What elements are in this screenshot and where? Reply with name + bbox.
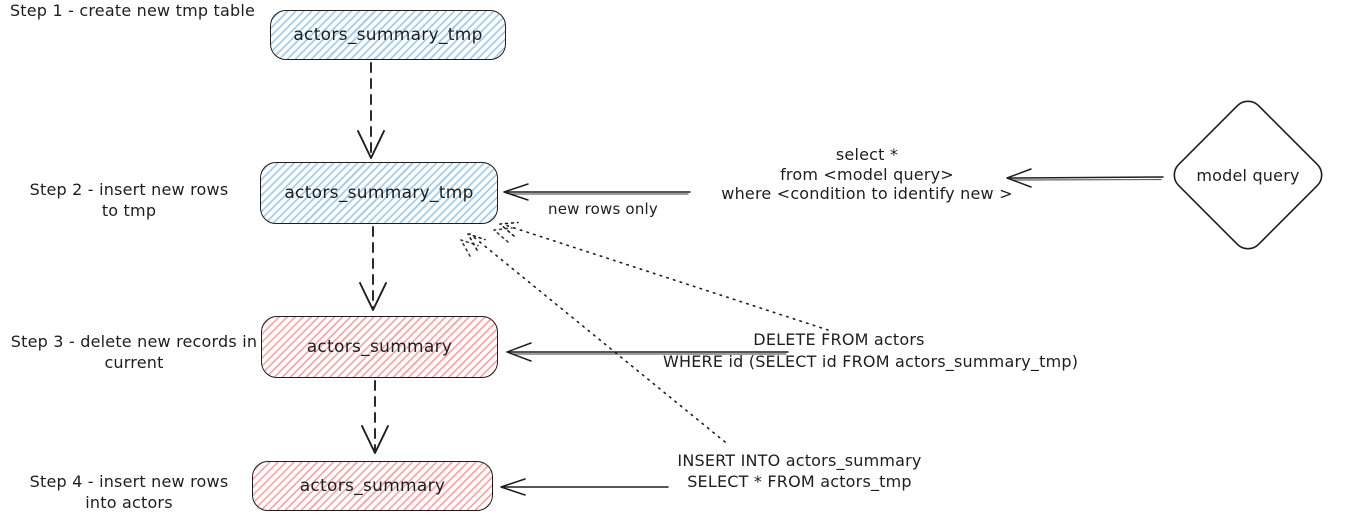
sql-line: INSERT INTO actors_summary <box>677 451 922 470</box>
sql-line: where <condition to identify new > <box>721 184 1013 203</box>
delete-sql-text: DELETE FROM actors WHERE id (SELECT id F… <box>663 329 1079 373</box>
node-label: actors_summary_tmp <box>284 183 474 203</box>
node-label: actors_summary <box>306 337 453 357</box>
node-label: actors_summary_tmp <box>293 25 483 45</box>
insert-sql-text: INSERT INTO actors_summary SELECT * FROM… <box>672 450 927 492</box>
node-step1-actors-summary-tmp: actors_summary_tmp <box>270 10 506 60</box>
model-select-sql-text: select * from <model query> where <condi… <box>721 145 1013 204</box>
node-label: actors_summary <box>299 476 446 496</box>
step-3-label-line: current <box>104 353 164 372</box>
dotted-arrow-delete-sql-to-tmp-box <box>493 221 829 331</box>
sql-line: DELETE FROM actors <box>753 330 925 349</box>
node-step4-actors-summary: actors_summary <box>252 461 493 511</box>
step-2-label: Step 2 - insert new rows to tmp <box>0 179 258 221</box>
model-query-label: model query <box>1196 166 1300 185</box>
step-3-label-line: Step 3 - delete new records in <box>10 332 258 351</box>
sql-line: select * <box>835 145 899 164</box>
step-1-label: Step 1 - create new tmp table <box>0 0 265 21</box>
node-step3-actors-summary: actors_summary <box>261 316 498 378</box>
dashed-arrow-step3-to-step4 <box>361 380 389 454</box>
arrow-diamond-to-select-sql <box>1006 168 1164 188</box>
step-1-label-line: Step 1 - create new tmp table <box>9 1 256 20</box>
sql-line: SELECT * FROM actors_tmp <box>687 472 912 491</box>
node-step2-actors-summary-tmp: actors_summary_tmp <box>260 162 498 224</box>
step-4-label-line: Step 4 - insert new rows <box>29 472 229 491</box>
step-4-label-line: into actors <box>85 493 173 512</box>
step-3-label: Step 3 - delete new records in current <box>0 331 268 373</box>
sql-line: from <model query> <box>780 164 954 184</box>
step-4-label: Step 4 - insert new rows into actors <box>0 471 258 513</box>
dashed-arrow-step2-to-step3 <box>359 226 387 311</box>
new-rows-only-label: new rows only <box>548 200 658 218</box>
arrow-select-sql-to-step2-box <box>503 183 691 201</box>
step-2-label-line: to tmp <box>101 201 157 220</box>
arrow-insert-sql-to-step4-box <box>500 478 669 496</box>
dashed-arrow-step1-to-step2 <box>357 62 385 159</box>
sql-line: WHERE id (SELECT id FROM actors_summary_… <box>663 352 1079 371</box>
step-2-label-line: Step 2 - insert new rows <box>29 180 229 199</box>
